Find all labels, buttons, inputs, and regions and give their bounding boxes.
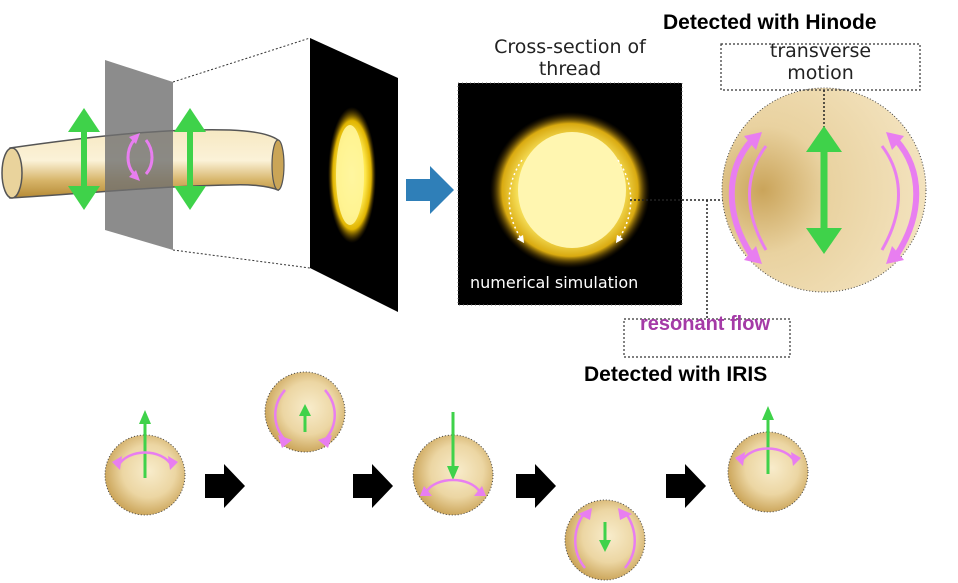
transverse-motion-box <box>720 43 921 91</box>
right-arrow-icon <box>406 166 454 214</box>
numerical-simulation-label: numerical simulation <box>470 273 639 292</box>
projection-line <box>172 249 311 269</box>
right-arrow-icon <box>516 464 556 508</box>
transverse-motion-label: transverse motion <box>769 40 872 84</box>
cross-section-label: Cross-section of thread <box>494 36 646 80</box>
right-arrow-icon <box>353 464 393 508</box>
right-arrow-icon <box>666 464 706 508</box>
slice-plane <box>105 60 173 250</box>
double-arrow-icon <box>174 108 206 210</box>
oscillation-phase-2 <box>264 371 346 453</box>
projection-line <box>172 37 311 83</box>
detected-iris-title: Detected with IRIS <box>584 363 768 386</box>
curved-arrow-icon <box>126 133 154 181</box>
thread-cross-section-sphere <box>721 87 927 293</box>
numerical-simulation-panel <box>457 82 683 306</box>
double-arrow-icon <box>68 108 100 210</box>
oscillation-phase-4 <box>564 499 646 581</box>
oscillation-phase-1 <box>104 410 186 516</box>
oscillation-phase-5 <box>727 406 809 513</box>
right-arrow-icon <box>205 464 245 508</box>
cross-section-panel <box>310 38 398 312</box>
detected-hinode-title: Detected with Hinode <box>663 11 877 34</box>
resonant-flow-label: resonant flow <box>640 313 771 335</box>
oscillation-phase-3 <box>412 412 494 516</box>
resonant-flow-box <box>623 318 791 358</box>
